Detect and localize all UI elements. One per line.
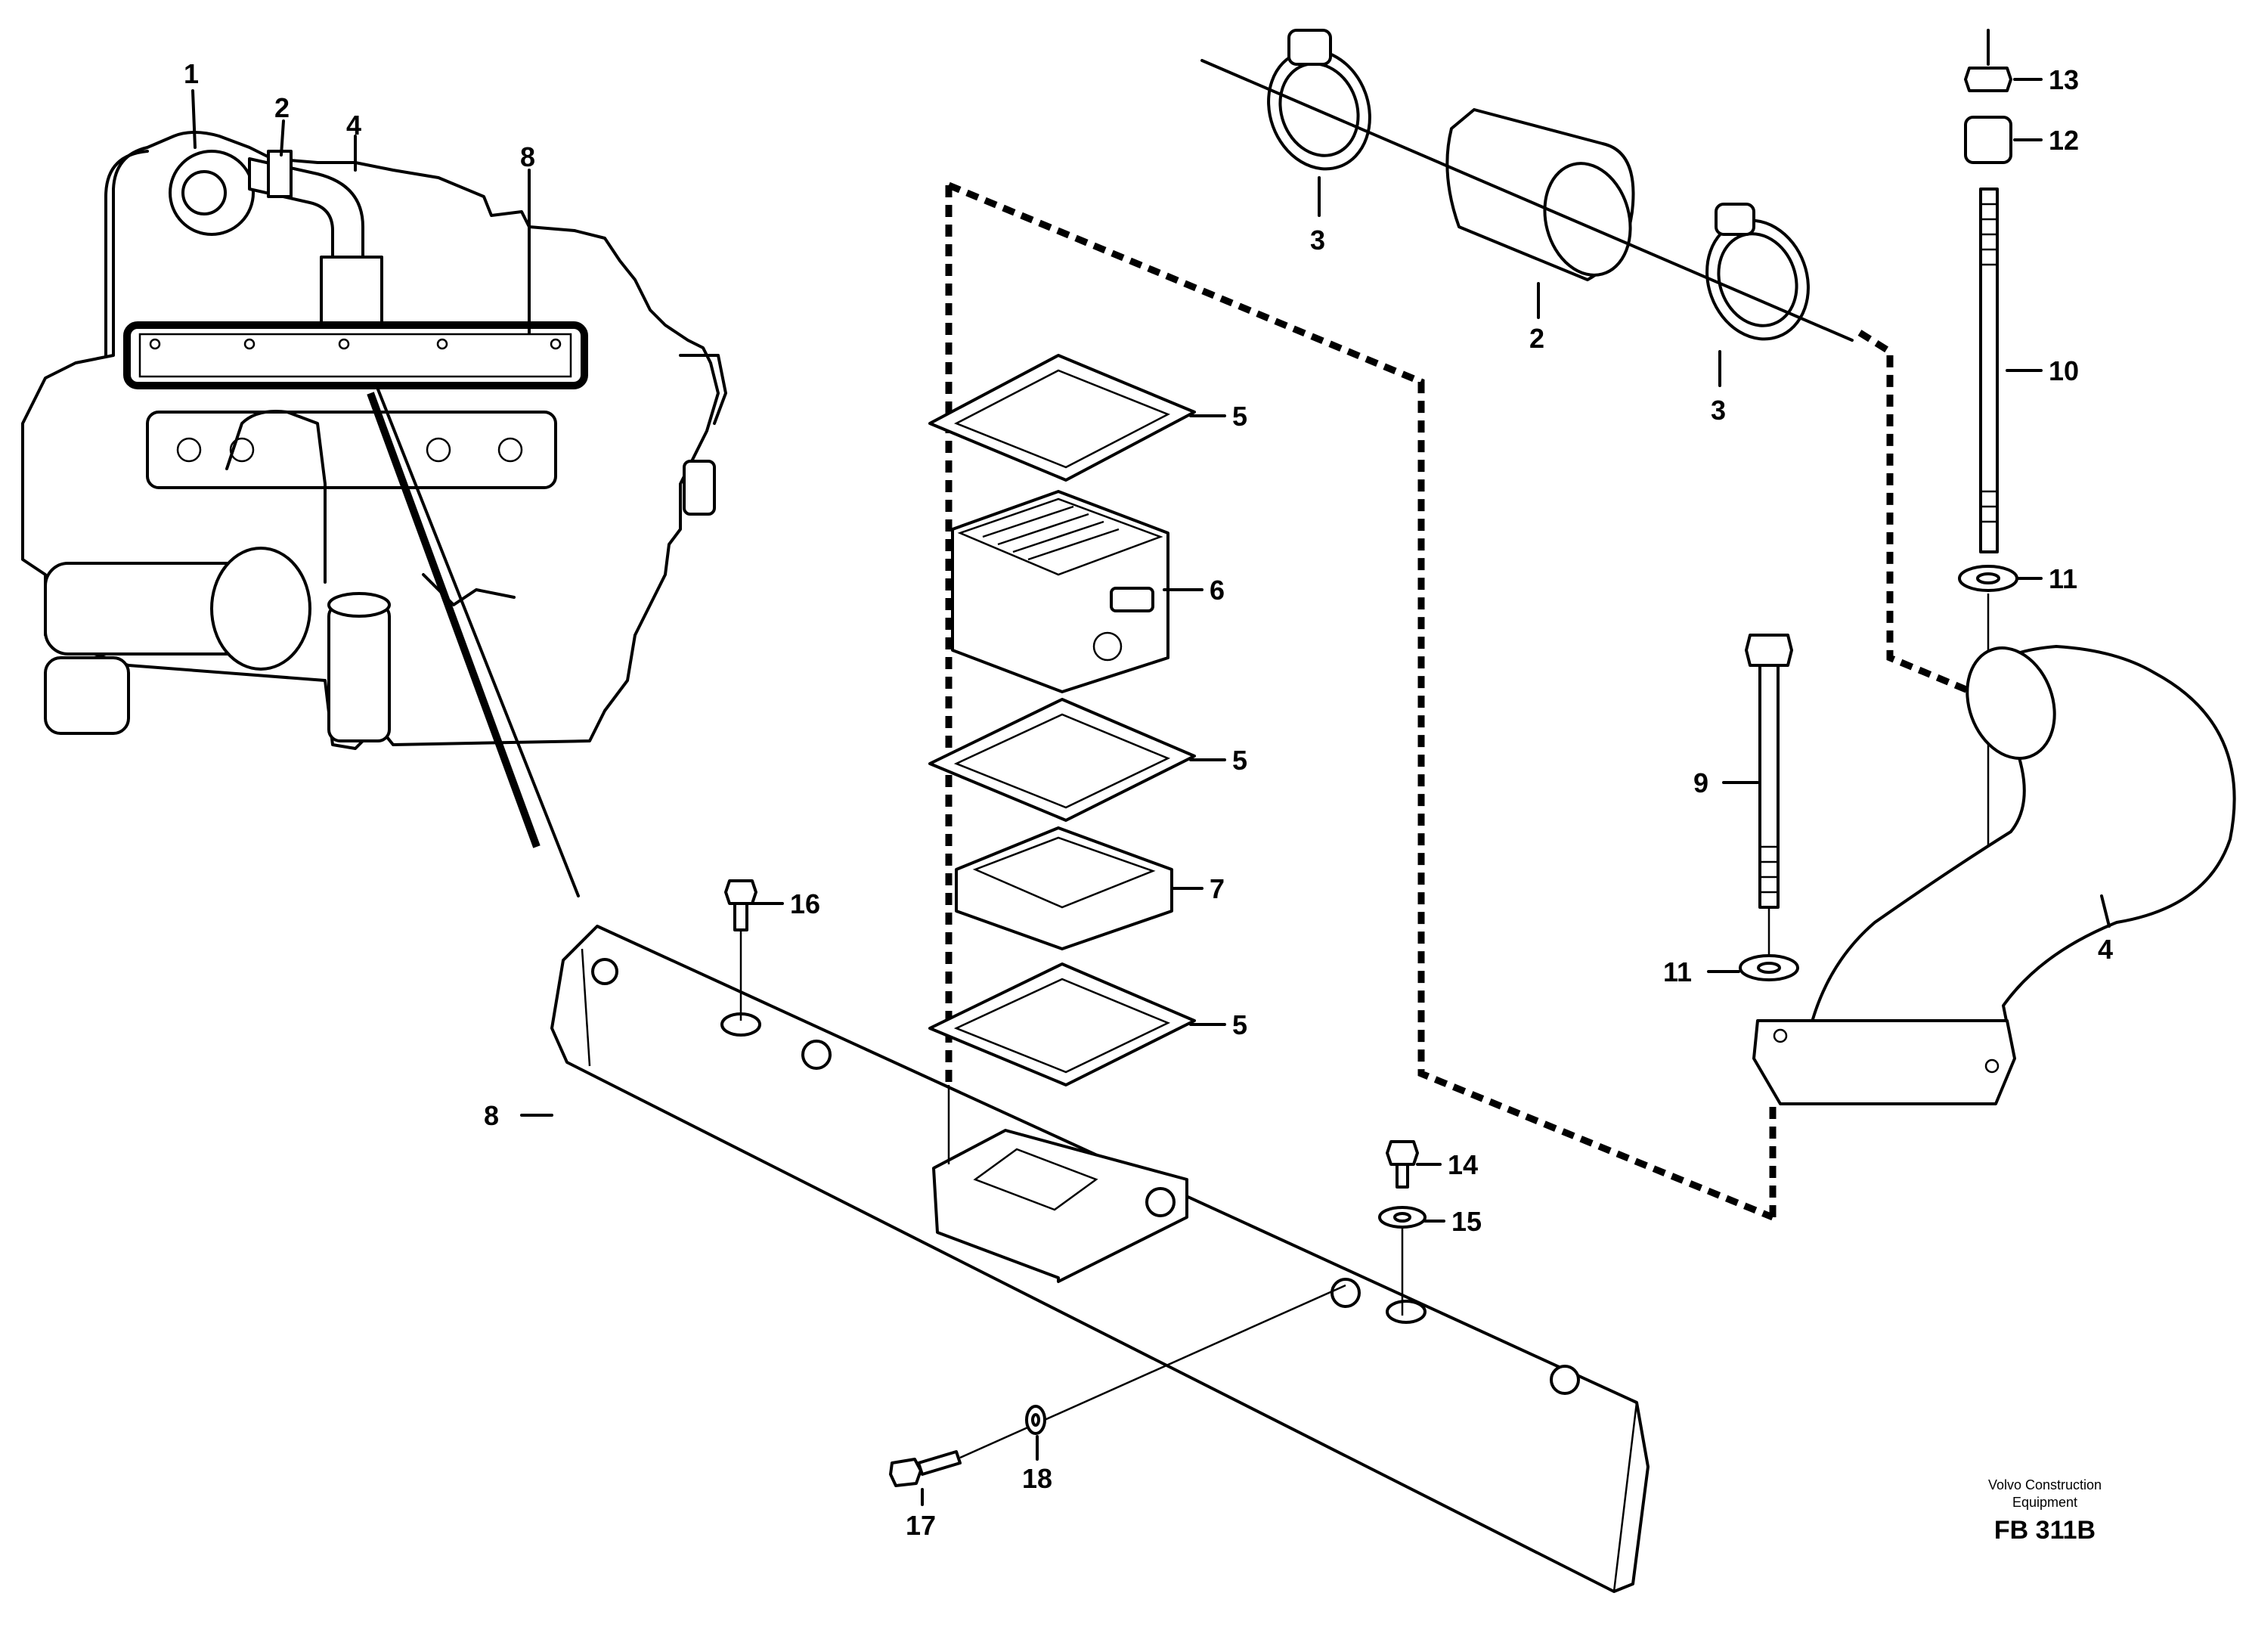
gasket-5-middle (928, 698, 1196, 822)
callout-11-bottom: 11 (1663, 956, 1692, 987)
callout-3-right: 3 (1711, 395, 1726, 426)
inlet-manifold-8 (550, 925, 1650, 1593)
callout-18: 18 (1022, 1463, 1052, 1494)
washer-15 (1378, 1206, 1427, 1316)
heater-element-6 (951, 490, 1169, 693)
callout-6: 6 (1210, 575, 1225, 606)
figure-credit: Volvo Construction Equipment FB 311B (1988, 1477, 2102, 1545)
callout-3-left: 3 (1310, 225, 1325, 256)
callout-4-pipe: 4 (2098, 934, 2113, 965)
callout-10: 10 (2049, 355, 2079, 386)
callout-8-manifold: 8 (484, 1100, 499, 1131)
callout-2-engine: 2 (274, 92, 290, 123)
callout-9: 9 (1693, 767, 1708, 798)
callout-labels: 1 2 4 8 3 2 3 13 12 10 11 5 6 5 7 5 9 11… (184, 58, 2113, 1541)
callout-15: 15 (1451, 1206, 1482, 1237)
callout-16: 16 (790, 888, 820, 919)
engine-overview-illustration (21, 131, 727, 897)
credit-line-2: Equipment (2012, 1495, 2077, 1510)
hose-2 (1445, 108, 1635, 281)
callout-17: 17 (906, 1510, 936, 1541)
callout-14: 14 (1448, 1149, 1478, 1180)
washer-18 (1025, 1405, 1046, 1435)
hose-axis-line (1200, 59, 1854, 342)
hose-clamp-3-left (1267, 29, 1371, 171)
callout-1: 1 (184, 58, 199, 89)
gasket-5-bottom (928, 962, 1196, 1086)
callout-4-engine: 4 (346, 110, 361, 141)
callout-5-bottom: 5 (1232, 1009, 1247, 1040)
callout-leaders (191, 78, 2111, 1506)
figure-code: FB 311B (1994, 1516, 2096, 1545)
callout-11-top: 11 (2049, 563, 2077, 594)
callout-7: 7 (1210, 873, 1225, 904)
screw-17 (889, 1284, 1346, 1487)
screw-14 (1386, 1140, 1419, 1189)
callout-8-engine: 8 (520, 141, 535, 172)
callout-12: 12 (2049, 125, 2079, 156)
bolt-9 (1739, 634, 1799, 981)
callout-5-top: 5 (1232, 401, 1247, 432)
gasket-5-top (928, 354, 1196, 482)
callout-5-middle: 5 (1232, 745, 1247, 776)
assembly-outline-dashed (945, 181, 1982, 1225)
spacer-frame-7 (955, 826, 1173, 950)
elbow-pipe-4 (1752, 645, 2236, 1105)
callout-2-hose: 2 (1529, 323, 1544, 354)
callout-13: 13 (2049, 64, 2079, 95)
credit-line-1: Volvo Construction (1988, 1477, 2102, 1492)
